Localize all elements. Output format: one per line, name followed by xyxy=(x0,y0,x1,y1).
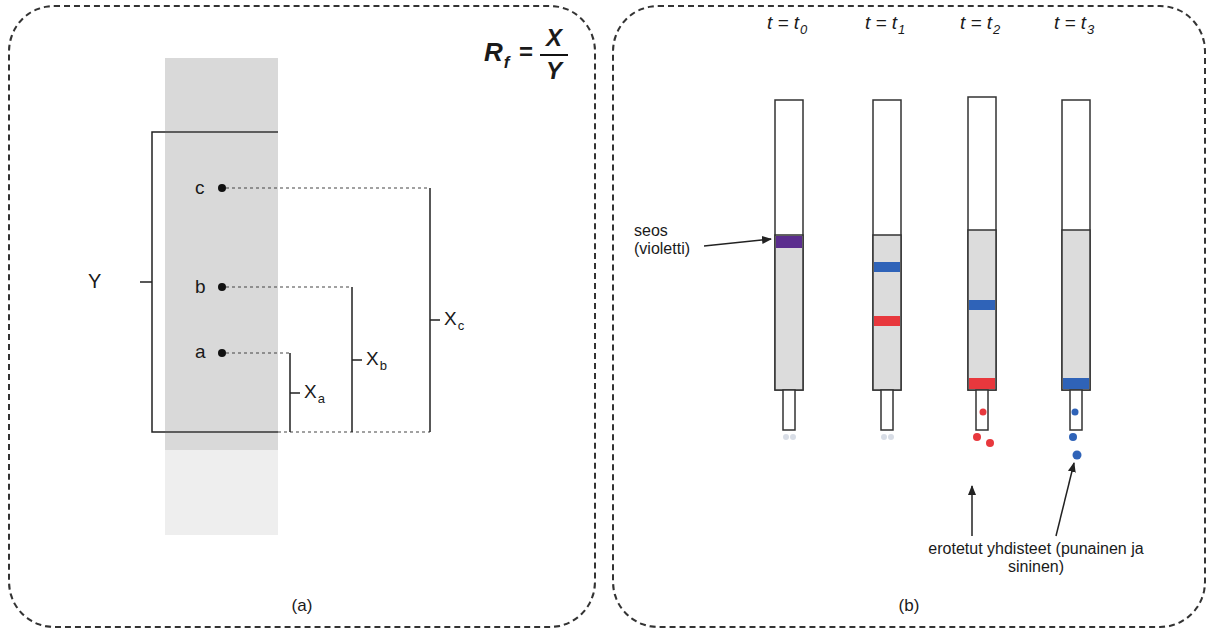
column-stem xyxy=(783,390,795,430)
bracket xyxy=(140,132,165,432)
distance-label: Y xyxy=(88,270,101,293)
faint-drop xyxy=(881,434,887,440)
drop xyxy=(986,439,994,447)
faint-drop xyxy=(783,434,789,440)
bracket xyxy=(352,287,362,432)
fraction-bar xyxy=(540,54,568,56)
solvent-front xyxy=(165,131,278,133)
red-band xyxy=(969,378,995,389)
panel: (b) xyxy=(612,5,1206,628)
time-label: 3 xyxy=(1087,23,1094,38)
column xyxy=(873,100,901,390)
faint-drop xyxy=(790,434,796,440)
formula: R xyxy=(484,38,503,68)
distance-label: a xyxy=(318,392,325,407)
column xyxy=(968,97,996,390)
pointer-arrow xyxy=(704,239,771,246)
drop xyxy=(1069,433,1077,441)
baseline xyxy=(165,431,278,433)
leader-line xyxy=(278,431,430,432)
callout-text: erotetut yhdisteet (punainen ja sininen) xyxy=(911,540,1161,577)
red-band xyxy=(874,316,900,326)
column-stem xyxy=(881,390,893,430)
leader-line xyxy=(226,187,430,188)
leader-line xyxy=(226,352,290,353)
time-label: 2 xyxy=(993,23,1000,38)
panel-label: (a) xyxy=(10,596,594,616)
drop xyxy=(1073,451,1082,460)
plate-lower xyxy=(165,450,278,535)
formula: = xyxy=(519,38,533,66)
leader-line xyxy=(226,286,352,287)
column-stem xyxy=(976,390,988,430)
spot-label: c xyxy=(195,177,205,199)
distance-label: b xyxy=(380,359,387,374)
column xyxy=(1062,100,1090,390)
mixture-band xyxy=(776,236,802,248)
spot-label: b xyxy=(195,276,206,298)
callout-text: seos (violetti) xyxy=(634,222,704,259)
time-label: t = t xyxy=(960,12,992,34)
time-label: t = t xyxy=(767,12,799,34)
blue-band xyxy=(969,300,995,310)
panel-label: (b) xyxy=(614,596,1204,616)
distance-label: X xyxy=(444,308,457,330)
drop xyxy=(973,433,981,441)
time-label: 0 xyxy=(800,23,807,38)
column-packing xyxy=(873,235,901,390)
blue-band xyxy=(874,262,900,272)
column xyxy=(775,100,803,390)
pointer-arrow xyxy=(1056,463,1074,536)
distance-label: X xyxy=(366,348,379,370)
column-packing xyxy=(775,235,803,390)
column-stem xyxy=(1070,390,1082,430)
spot xyxy=(218,283,226,291)
spot xyxy=(218,184,226,192)
distance-label: c xyxy=(458,319,465,334)
drop xyxy=(1072,409,1079,416)
time-label: t = t xyxy=(865,12,897,34)
time-label: 1 xyxy=(898,23,905,38)
drop xyxy=(980,409,987,416)
column-packing xyxy=(968,230,996,390)
spot-label: a xyxy=(195,341,206,363)
faint-drop xyxy=(888,434,894,440)
formula: Y xyxy=(546,57,562,85)
blue-band xyxy=(1063,378,1089,389)
panel: (a) xyxy=(8,5,596,628)
distance-label: X xyxy=(304,381,317,403)
spot xyxy=(218,349,226,357)
bracket xyxy=(290,353,300,432)
formula: X xyxy=(546,24,562,52)
column-packing xyxy=(1062,230,1090,390)
tlc-plate xyxy=(165,58,278,450)
bracket xyxy=(430,188,440,432)
time-label: t = t xyxy=(1054,12,1086,34)
formula: f xyxy=(504,53,510,73)
pointer-arrow xyxy=(971,486,973,536)
